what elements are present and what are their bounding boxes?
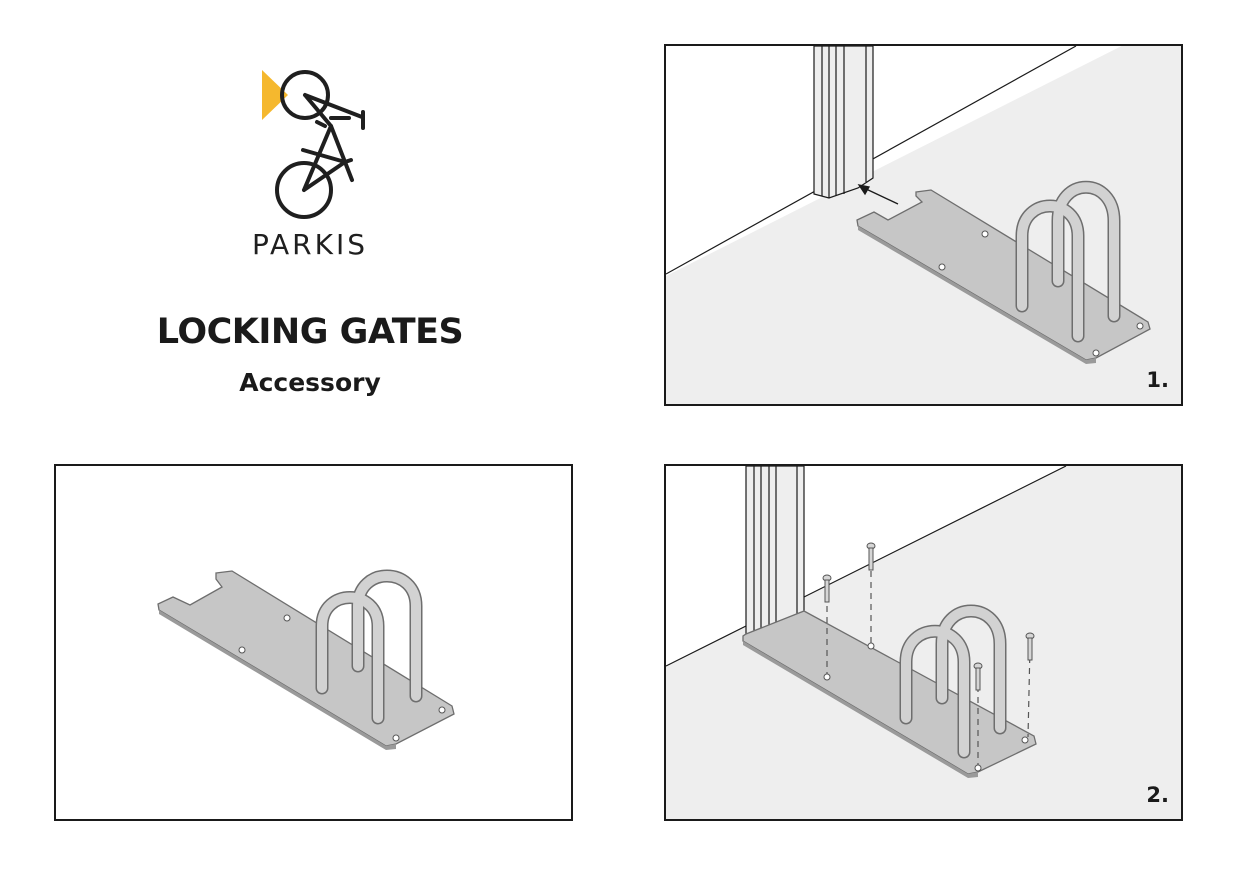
logo-accent-triangle (262, 70, 288, 120)
bolt (1025, 632, 1035, 661)
wheel-hoops-fill (1017, 182, 1119, 341)
wheel-hoops-fill (317, 571, 421, 723)
bolt-guide-lines (826, 571, 1031, 765)
base-product-panel (54, 464, 573, 821)
step-2-panel: 2. (664, 464, 1183, 821)
logo-front-wheel (280, 70, 330, 120)
page-subtitle: Accessory (239, 368, 381, 397)
direction-arrow (857, 184, 899, 205)
bolt (822, 574, 832, 603)
logo-bars (315, 116, 351, 128)
parkis-logo-icon (262, 70, 365, 219)
gate-post (813, 46, 874, 199)
step-1-illustration (666, 46, 1181, 404)
logo-rear-wheel (275, 161, 333, 219)
brand-name: PARKIS (251, 228, 369, 261)
step-2-illustration (666, 466, 1181, 819)
floor (666, 466, 1181, 819)
bolt (973, 662, 983, 691)
wall-floor-edge (666, 466, 1067, 667)
page-title: LOCKING GATES (156, 312, 464, 352)
step-number: 2. (1146, 783, 1169, 807)
step-1-panel: 1. (664, 44, 1183, 406)
logo-frame (301, 93, 365, 192)
bolts (822, 542, 1035, 691)
bolt (866, 542, 876, 571)
wheel-hoops-fill (901, 606, 1005, 757)
gate-post (745, 466, 805, 635)
base-product-illustration (157, 569, 455, 750)
step-number: 1. (1146, 368, 1169, 392)
